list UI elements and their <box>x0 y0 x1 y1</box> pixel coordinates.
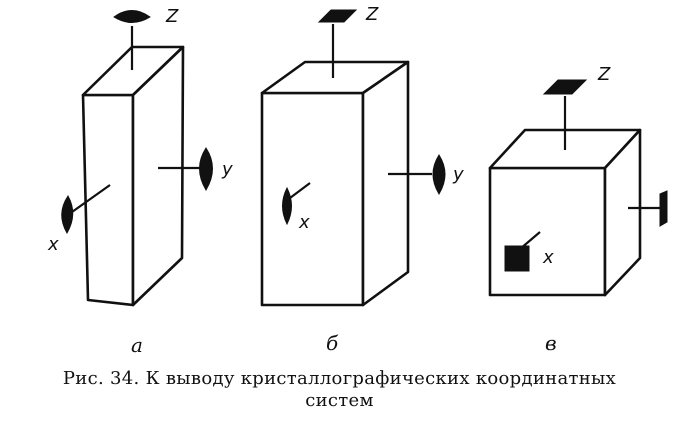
panel-b-label: б <box>326 331 339 355</box>
panel-a-y-twofold-icon <box>199 147 213 191</box>
panel-b-side-face <box>361 60 410 307</box>
panel-a: Z y x а <box>47 6 233 357</box>
panel-b-y-twofold-icon <box>432 154 446 195</box>
panel-a-y-label: y <box>221 159 233 180</box>
panel-c-side-face <box>603 128 642 297</box>
panel-b-x-axis <box>289 182 311 199</box>
panel-c-label: в <box>545 331 557 355</box>
panel-c: Z x в <box>488 64 668 355</box>
panel-c-x-fourfold-icon <box>504 245 530 272</box>
panel-a-side-face <box>131 45 185 307</box>
panel-c-front-face <box>488 166 607 297</box>
panel-b-x-label: x <box>298 212 310 233</box>
panel-a-z-twofold-icon <box>113 10 151 23</box>
panel-b-front-face <box>260 91 365 307</box>
panel-b-z-label: Z <box>365 4 379 25</box>
panel-b-x-twofold-icon <box>282 186 292 226</box>
caption-line-1: Рис. 34. К выводу кристаллографических к… <box>62 368 617 389</box>
panel-a-z-label: Z <box>165 6 179 27</box>
panel-b: Z y x б <box>260 4 464 355</box>
panel-c-x-label: x <box>542 247 554 268</box>
panel-a-label: а <box>131 333 143 357</box>
caption-line-2: систем <box>305 390 374 411</box>
panel-a-x-label: x <box>47 234 59 255</box>
figure-caption: Рис. 34. К выводу кристаллографических к… <box>0 368 679 412</box>
panel-c-z-label: Z <box>597 64 611 85</box>
panel-a-x-twofold-icon <box>61 195 74 234</box>
panel-c-y-fourfold-icon <box>659 190 668 227</box>
panel-c-z-fourfold-icon <box>542 79 588 95</box>
panel-a-x-axis <box>71 184 111 213</box>
panel-b-z-fourfold-icon <box>317 9 358 23</box>
panel-b-y-label: y <box>452 164 464 185</box>
